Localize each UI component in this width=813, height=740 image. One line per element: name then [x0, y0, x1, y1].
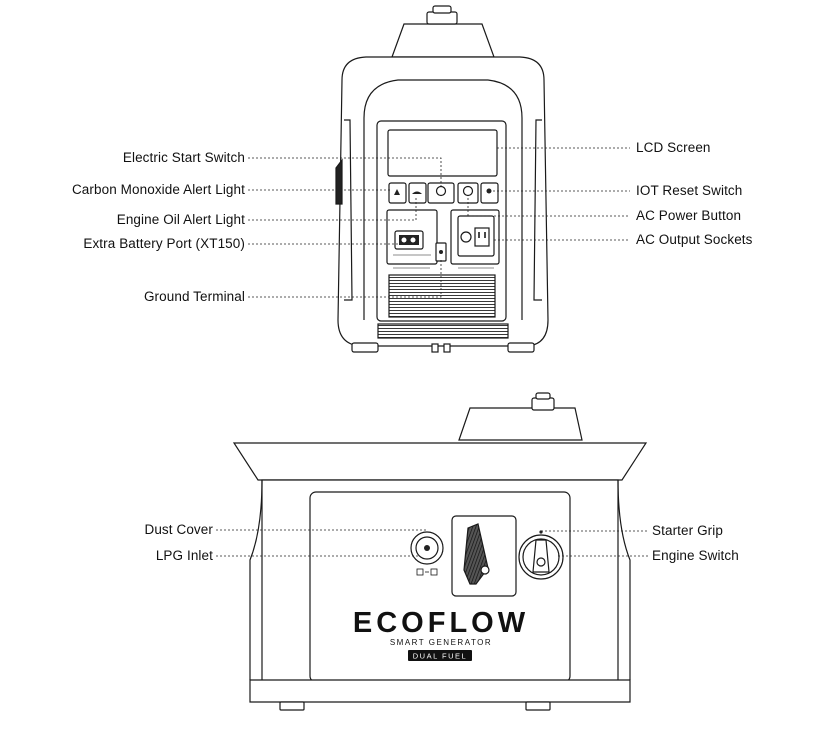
callout-carbon-monoxide-alert-light: Carbon Monoxide Alert Light [71, 182, 245, 197]
side-fuel-cap [458, 392, 583, 441]
callout-ac-output-sockets: AC Output Sockets [636, 232, 753, 247]
brand-tagline: SMART GENERATOR [390, 638, 492, 647]
side-view [232, 392, 648, 711]
callout-ac-power-button: AC Power Button [636, 208, 742, 223]
fuel-cap-top [391, 5, 495, 58]
callout-iot-reset-switch: IOT Reset Switch [636, 183, 743, 198]
side-top-housing [232, 442, 648, 481]
callout-lpg-inlet: LPG Inlet [155, 548, 213, 563]
callout-dust-cover: Dust Cover [144, 522, 213, 537]
callout-extra-battery-port: Extra Battery Port (XT150) [83, 236, 245, 251]
indicator-row [388, 182, 499, 204]
lcd-screen-shape [387, 129, 498, 177]
callout-starter-grip: Starter Grip [652, 523, 723, 538]
front-vent-grill [388, 274, 496, 318]
front-view [335, 5, 549, 353]
front-lower-vent [377, 323, 509, 339]
lpg-inlet-shape [410, 531, 444, 576]
callout-electric-start-switch: Electric Start Switch [122, 150, 245, 165]
callout-engine-oil-alert-light: Engine Oil Alert Light [116, 212, 245, 227]
dual-fuel-badge: DUAL FUEL [413, 652, 467, 661]
side-leader-lines [216, 529, 648, 557]
callout-lcd-screen: LCD Screen [636, 140, 711, 155]
brand-logo: ECOFLOW [353, 607, 529, 639]
dual-fuel-badge-bg [408, 650, 472, 661]
callout-engine-switch: Engine Switch [652, 548, 739, 563]
callout-ground-terminal: Ground Terminal [143, 289, 245, 304]
front-leader-lines [248, 147, 630, 298]
brand-block: ECOFLOW SMART GENERATOR DUAL FUEL [353, 607, 529, 661]
engine-switch-shape [518, 530, 564, 580]
